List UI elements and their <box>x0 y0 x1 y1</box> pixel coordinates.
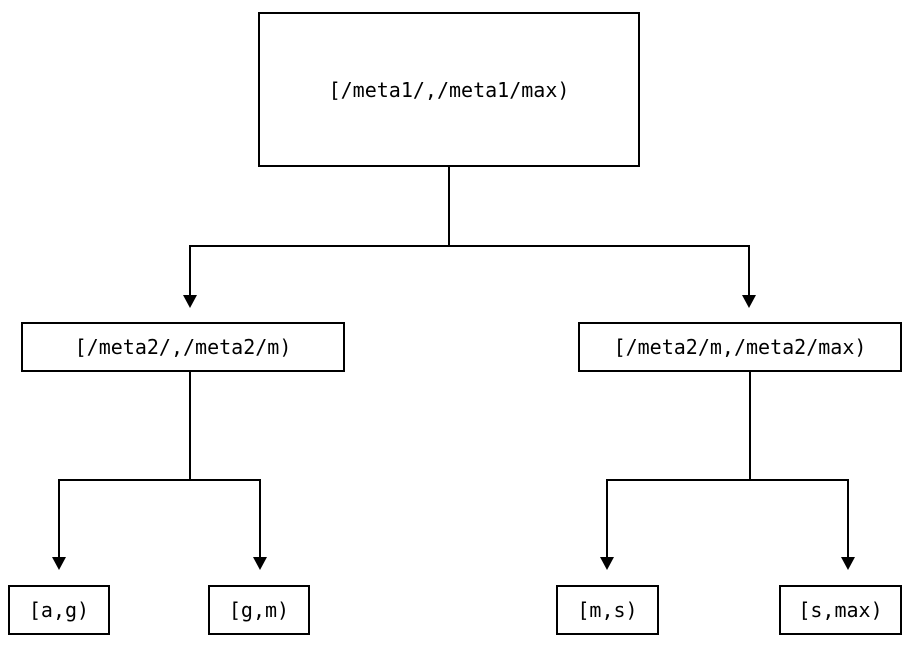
arrowhead-root-to-mid-right <box>742 295 756 308</box>
edge-mid-left-to-leaf-ag <box>58 479 60 557</box>
tree-node-leaf-ag[interactable]: [a,g) <box>8 585 110 635</box>
tree-node-root-label: [/meta1/,/meta1/max) <box>328 77 570 102</box>
arrowhead-root-to-mid-left <box>183 295 197 308</box>
arrowhead-mid-right-to-leaf-smax <box>841 557 855 570</box>
edge-mid-left-stem <box>189 372 191 481</box>
edge-root-to-mid-left <box>189 245 191 295</box>
arrowhead-mid-right-to-leaf-ms <box>600 557 614 570</box>
tree-node-leaf-ms[interactable]: [m,s) <box>556 585 659 635</box>
arrowhead-mid-left-to-leaf-ag <box>52 557 66 570</box>
tree-node-mid-right[interactable]: [/meta2/m,/meta2/max) <box>578 322 902 372</box>
tree-node-leaf-ag-label: [a,g) <box>28 598 90 622</box>
tree-node-leaf-gm[interactable]: [g,m) <box>208 585 310 635</box>
tree-node-leaf-ms-label: [m,s) <box>577 598 638 622</box>
tree-node-mid-left[interactable]: [/meta2/,/meta2/m) <box>21 322 345 372</box>
edge-mid-right-to-leaf-ms <box>606 479 608 557</box>
edge-mid-right-crossbar <box>606 479 849 481</box>
edge-mid-left-crossbar <box>58 479 261 481</box>
edge-root-crossbar <box>189 245 750 247</box>
edge-mid-right-to-leaf-smax <box>847 479 849 557</box>
tree-node-leaf-smax[interactable]: [s,max) <box>779 585 902 635</box>
edge-mid-right-stem <box>749 372 751 481</box>
edge-root-to-mid-right <box>748 245 750 295</box>
tree-node-leaf-smax-label: [s,max) <box>798 598 883 622</box>
tree-node-leaf-gm-label: [g,m) <box>228 598 290 622</box>
tree-node-mid-right-label: [/meta2/m,/meta2/max) <box>613 335 867 359</box>
tree-node-root[interactable]: [/meta1/,/meta1/max) <box>258 12 640 167</box>
edge-root-stem <box>448 167 450 246</box>
tree-node-mid-left-label: [/meta2/,/meta2/m) <box>74 335 292 359</box>
arrowhead-mid-left-to-leaf-gm <box>253 557 267 570</box>
edge-mid-left-to-leaf-gm <box>259 479 261 557</box>
